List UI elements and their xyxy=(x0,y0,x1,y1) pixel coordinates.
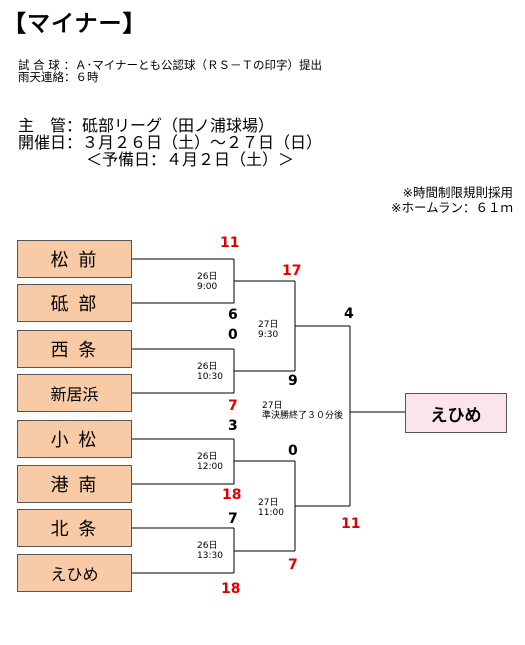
final-info: 27日 準決勝終了３０分後 xyxy=(262,401,343,421)
dates-info: 開催日：３月２６日（土）～２７日（日） xyxy=(18,133,323,152)
semi-1-score-top: 17 xyxy=(282,263,302,279)
match-4-date: 26日 xyxy=(197,541,218,551)
match-4-score-top: 7 xyxy=(228,511,238,527)
final-score-top: 4 xyxy=(344,306,354,322)
semi-2-score-top: 0 xyxy=(288,443,298,459)
team-konan: 港 南 xyxy=(17,465,132,503)
match-2-info: 26日 10:30 xyxy=(197,362,223,382)
semi-2-time: 11:00 xyxy=(258,508,284,518)
semi-1-date: 27日 xyxy=(258,320,279,330)
match-4-info: 26日 13:30 xyxy=(197,541,223,561)
time-limit-note: ※時間制限規則採用 xyxy=(402,185,513,200)
page-title: 【マイナー】 xyxy=(3,11,147,37)
team-niihama: 新居浜 xyxy=(17,374,132,412)
semi-1-time: 9:30 xyxy=(258,330,279,340)
match-3-score-top: 3 xyxy=(228,418,238,434)
game-ball-info: 試 合 球 ：Ａ･マイナーとも公認球（ＲＳ－Ｔの印字）提出 xyxy=(18,58,322,72)
match-1-info: 26日 9:00 xyxy=(197,272,217,292)
team-saijo: 西 条 xyxy=(17,330,132,368)
team-hojo: 北 条 xyxy=(17,509,132,547)
semi-1-score-bottom: 9 xyxy=(288,373,298,389)
host-info: 主 管：砥部リーグ（田ノ浦球場） xyxy=(18,116,275,135)
team-tobe: 砥 部 xyxy=(17,284,132,322)
team-ehime: えひめ xyxy=(17,554,132,592)
home-run-note: ※ホームラン：６１ｍ xyxy=(391,200,513,215)
match-2-time: 10:30 xyxy=(197,372,223,382)
team-matsumae: 松 前 xyxy=(17,240,132,278)
match-1-time: 9:00 xyxy=(197,282,218,292)
match-3-date: 26日 xyxy=(197,452,218,462)
semi-2-score-bottom: 7 xyxy=(288,557,298,573)
reserve-day-info: ＜予備日：４月２日（土）＞ xyxy=(86,150,295,169)
final-score-bottom: 11 xyxy=(341,516,361,532)
match-2-date: 26日 xyxy=(197,362,218,372)
match-1-score-bottom: 6 xyxy=(228,307,238,323)
match-4-score-bottom: 18 xyxy=(221,581,241,597)
match-3-time: 12:00 xyxy=(197,462,223,472)
champion-box: えひめ xyxy=(405,393,507,433)
match-2-score-top: 0 xyxy=(228,327,238,343)
match-3-score-bottom: 18 xyxy=(222,487,242,503)
rain-contact-info: 雨天連絡：６時 xyxy=(18,70,99,84)
match-2-score-bottom: 7 xyxy=(228,398,238,414)
semi-2-info: 27日 11:00 xyxy=(258,498,284,518)
match-3-info: 26日 12:00 xyxy=(197,452,223,472)
match-1-score-top: 11 xyxy=(220,235,240,251)
semi-1-info: 27日 9:30 xyxy=(258,320,278,340)
team-komatsu: 小 松 xyxy=(17,420,132,458)
match-1-date: 26日 xyxy=(197,272,218,282)
match-4-time: 13:30 xyxy=(197,551,223,561)
final-note: 準決勝終了３０分後 xyxy=(262,411,344,421)
semi-2-date: 27日 xyxy=(258,498,279,508)
final-date: 27日 xyxy=(262,401,283,411)
